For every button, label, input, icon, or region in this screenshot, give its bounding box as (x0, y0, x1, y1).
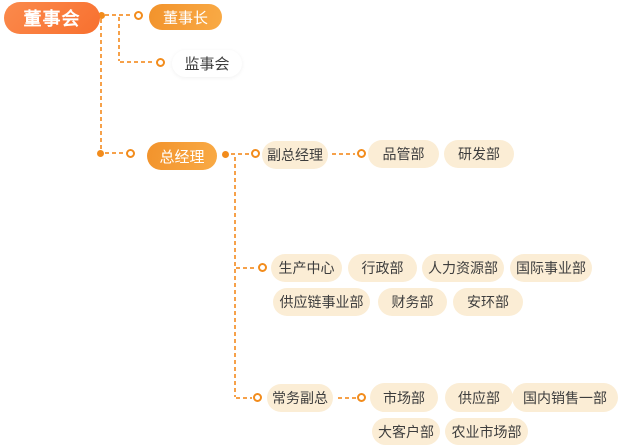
node-deputy-general-manager[interactable]: 副总经理 (262, 141, 328, 169)
node-hr-dept[interactable]: 人力资源部 (422, 254, 504, 282)
node-international-dept[interactable]: 国际事业部 (510, 254, 592, 282)
connector-deputy-departments (332, 153, 355, 155)
node-chairman[interactable]: 董事长 (149, 4, 222, 30)
ring-endpoint-chairman (134, 11, 143, 20)
node-supply-dept[interactable]: 供应部 (445, 383, 513, 412)
node-general-manager[interactable]: 总经理 (147, 142, 217, 170)
node-rnd-dept[interactable]: 研发部 (444, 140, 514, 168)
node-quality-dept[interactable]: 品管部 (368, 140, 439, 168)
node-executive-deputy-gm[interactable]: 常务副总 (267, 384, 333, 412)
connector-board-trunk (100, 19, 102, 149)
connector-board-chairman (105, 14, 133, 16)
node-domestic-sales-dept-one[interactable]: 国内销售一部 (512, 383, 618, 412)
connector-exec-departments (338, 397, 356, 399)
ring-endpoint-deputy (251, 149, 260, 158)
ring-endpoint-quality (357, 149, 366, 158)
junction-dot-gm (222, 151, 229, 158)
node-supply-chain-dept[interactable]: 供应链事业部 (273, 288, 370, 316)
junction-dot-trunk-corner (97, 150, 104, 157)
ring-endpoint-exec-deputy (253, 393, 262, 402)
node-marketing-dept[interactable]: 市场部 (370, 383, 438, 412)
node-safety-env-dept[interactable]: 安环部 (453, 288, 523, 316)
connector-gm-trunk (234, 157, 236, 397)
junction-dot-board (98, 12, 105, 19)
connector-board-gm (105, 152, 125, 154)
connector-supervisory-horizontal (120, 61, 154, 63)
node-admin-dept[interactable]: 行政部 (348, 254, 417, 282)
connector-gm-deputy (231, 153, 250, 155)
ring-endpoint-gm (126, 149, 135, 158)
node-agri-market-dept[interactable]: 农业市场部 (445, 418, 528, 445)
node-finance-dept[interactable]: 财务部 (378, 288, 447, 316)
node-production-center[interactable]: 生产中心 (271, 254, 342, 282)
connector-trunk-production-group (236, 267, 257, 269)
ring-endpoint-marketing-group (357, 393, 366, 402)
node-supervisory-board[interactable]: 监事会 (172, 50, 242, 77)
node-key-accounts-dept[interactable]: 大客户部 (372, 418, 440, 445)
ring-endpoint-production-group (258, 263, 267, 272)
connector-supervisory-vertical (118, 17, 120, 61)
node-board-of-directors[interactable]: 董事会 (4, 2, 100, 34)
ring-endpoint-supervisory (156, 58, 165, 67)
connector-trunk-exec-deputy (236, 397, 252, 399)
